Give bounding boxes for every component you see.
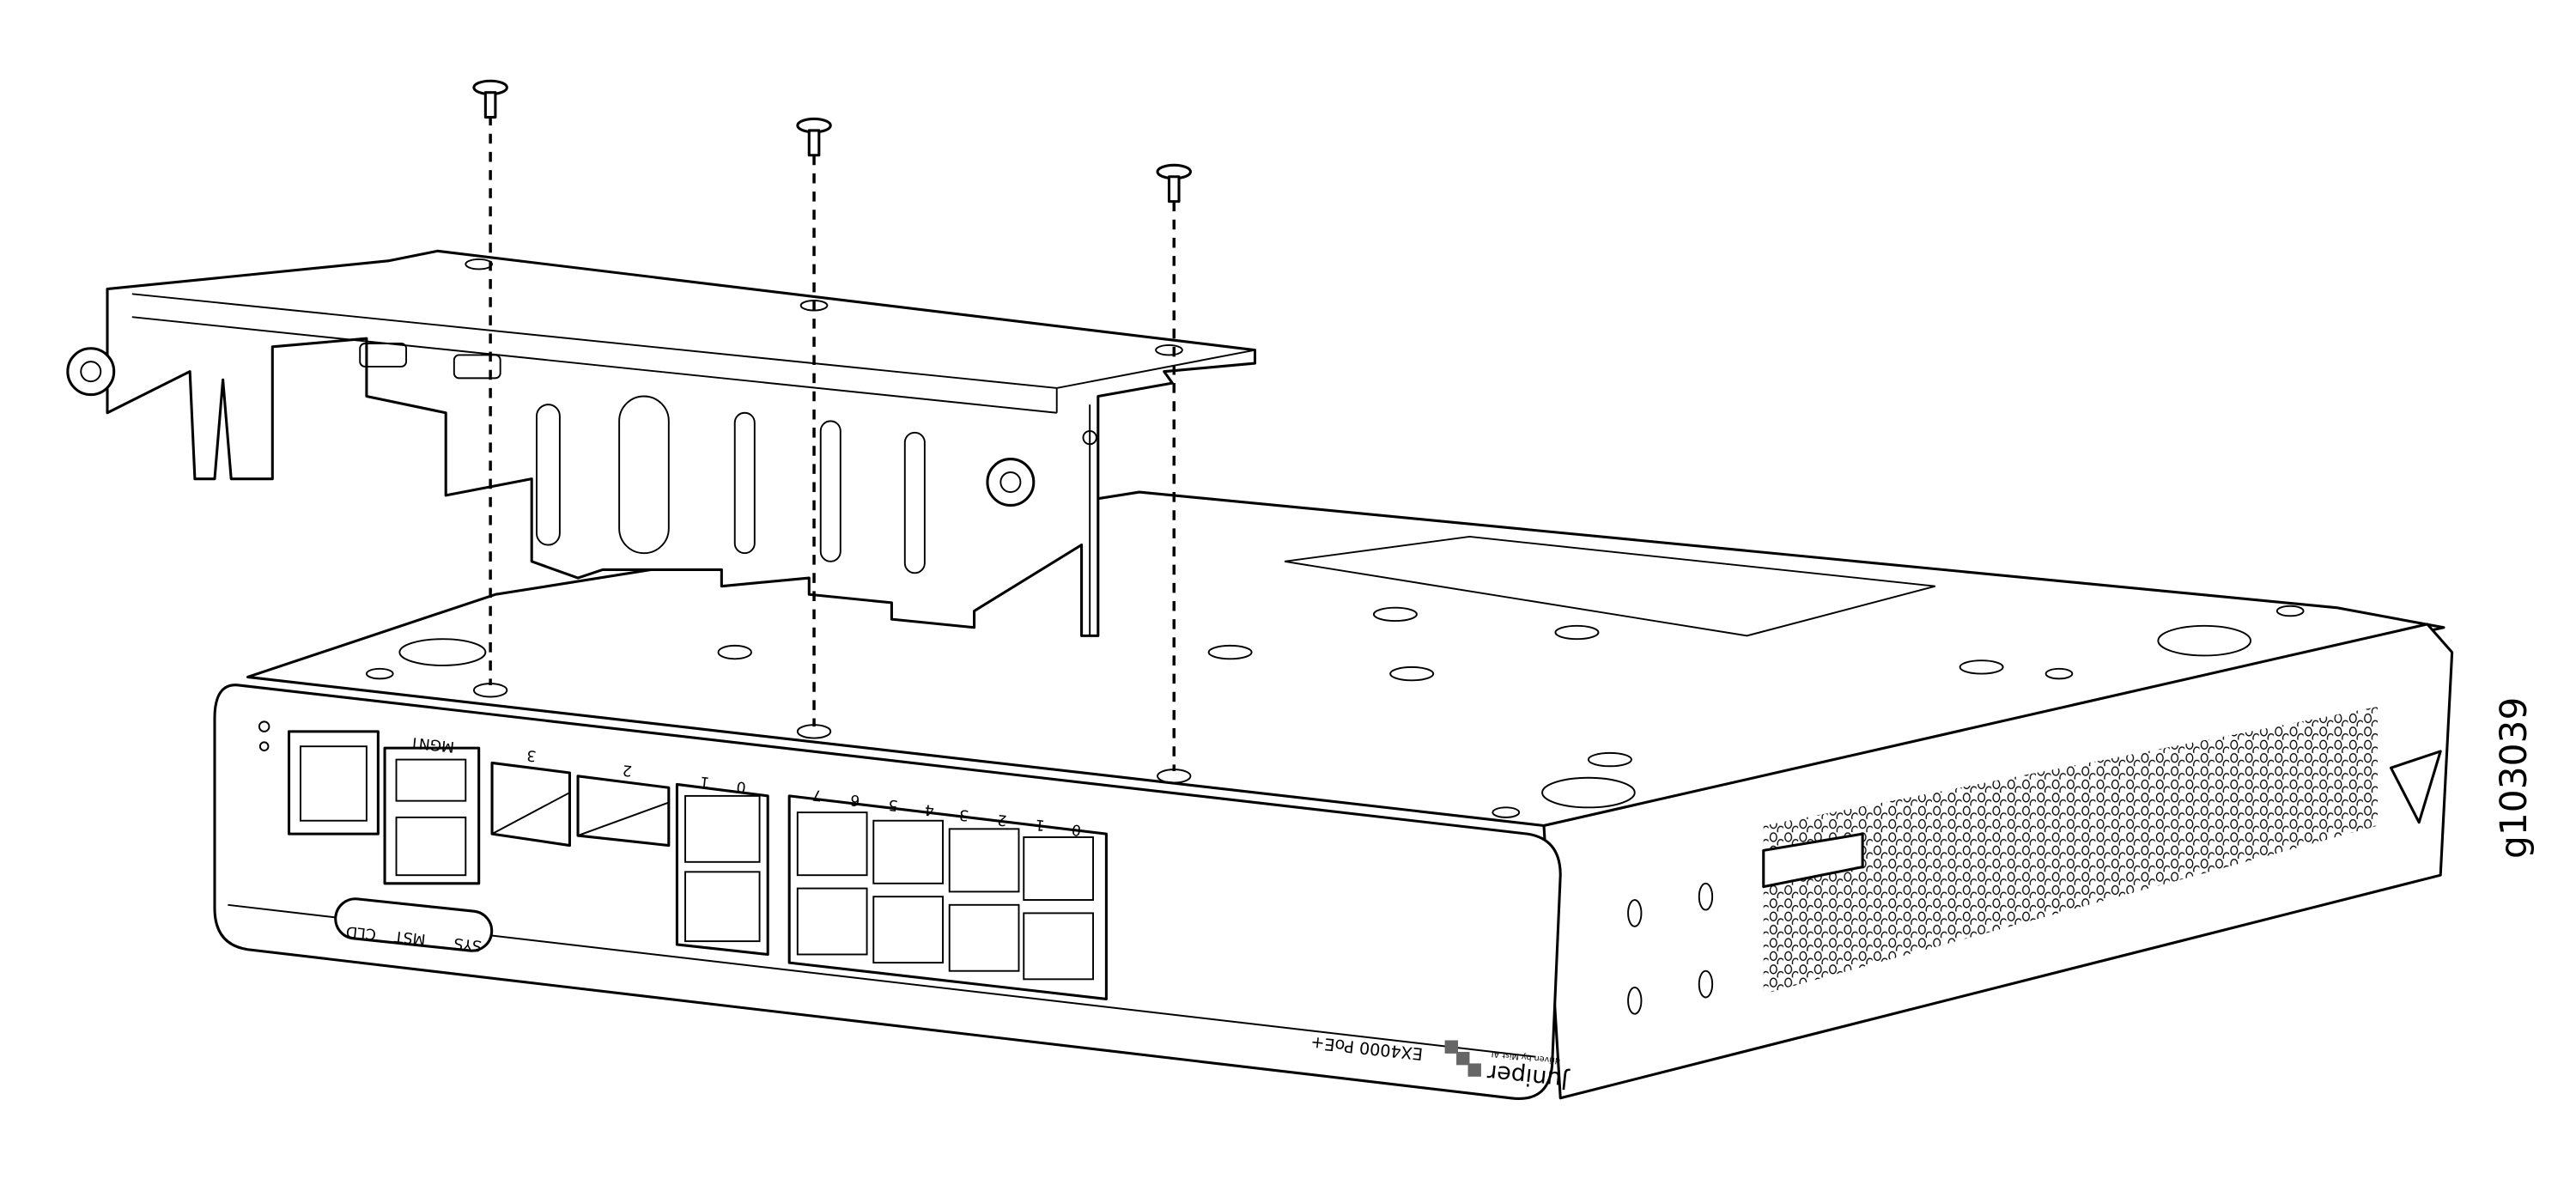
figure-id: g103039 — [2493, 697, 2535, 859]
port-label: 2 — [997, 811, 1008, 829]
console-port[interactable] — [287, 730, 380, 836]
uplink-ports: 0 1 — [675, 773, 769, 957]
side-vents — [1763, 707, 2379, 994]
rj45-port[interactable] — [1023, 836, 1094, 901]
screw-icon — [1156, 163, 1193, 204]
mgmt-usb-port[interactable] — [383, 746, 481, 885]
screws — [472, 79, 1193, 772]
port-label: 1 — [699, 773, 710, 791]
rj45-port[interactable] — [872, 896, 944, 964]
front-screw-holes — [1627, 882, 1714, 1015]
sfp-label-3: 3 — [526, 746, 537, 764]
led-cld-label: CLD — [345, 922, 377, 943]
port-label: 0 — [1071, 820, 1082, 838]
rj45-port[interactable] — [796, 811, 868, 877]
uplink-port[interactable] — [684, 794, 761, 863]
side-warning-icon — [2389, 750, 2442, 824]
mounting-holes — [365, 605, 2305, 818]
port-label: 5 — [888, 796, 899, 814]
port-label: 4 — [924, 800, 935, 818]
cable-bracket — [66, 249, 1257, 637]
uplink-port[interactable] — [684, 871, 761, 943]
rj45-port-block: 0 1 2 3 4 5 6 7 — [787, 786, 1108, 1000]
rj45-port[interactable] — [948, 903, 1020, 972]
rj45-port[interactable] — [872, 819, 944, 884]
screw-icon — [796, 117, 832, 157]
thumbscrew-left[interactable] — [66, 347, 116, 397]
thumbscrew-right[interactable] — [986, 458, 1036, 507]
rj45-port[interactable] — [1023, 912, 1094, 981]
port-label: 1 — [1035, 816, 1046, 834]
rj45-port[interactable] — [796, 887, 868, 956]
sfp-port-2[interactable] — [576, 775, 671, 848]
led-mst-label: MST — [393, 927, 427, 948]
sfp-label-2: 2 — [622, 761, 633, 779]
port-label: 7 — [811, 786, 823, 804]
status-leds: SYS MST CLD — [334, 897, 494, 954]
sfp-port-3[interactable] — [490, 761, 571, 848]
port-label: 6 — [849, 791, 860, 809]
screw-icon — [472, 79, 508, 119]
led-sys-label: SYS — [453, 934, 483, 954]
port-label: 3 — [958, 805, 969, 823]
top-label-area — [1284, 536, 1936, 637]
rj45-port[interactable] — [948, 828, 1020, 893]
side-label — [1762, 832, 1864, 889]
reset-button[interactable] — [258, 720, 270, 751]
front-panel: MGNT 3 2 0 1 0 1 2 3 4 5 6 — [258, 720, 1571, 1094]
port-label: 0 — [736, 777, 747, 795]
